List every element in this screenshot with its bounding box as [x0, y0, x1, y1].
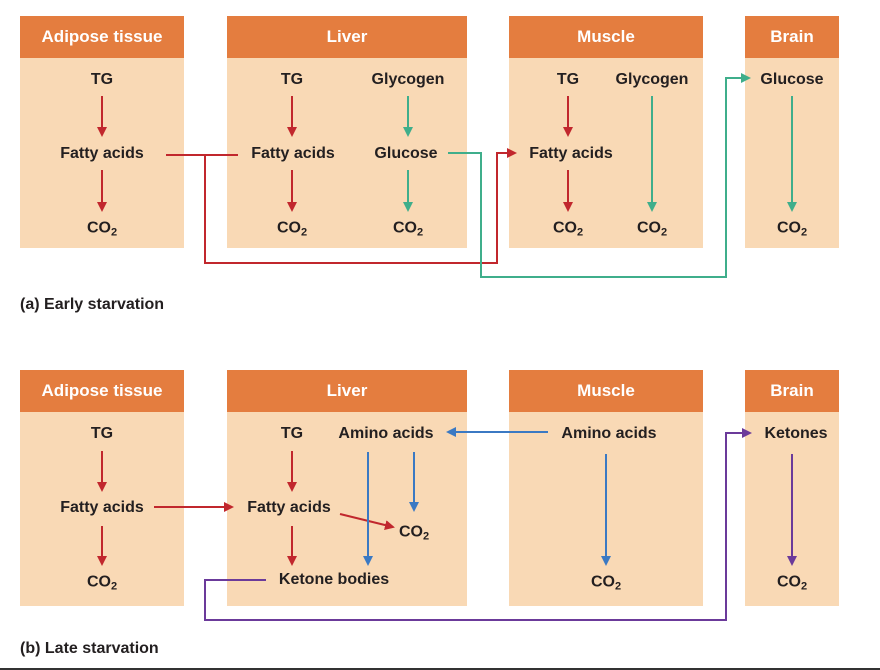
- early-red-arrows: [97, 96, 573, 264]
- late-muscle-amino-acids: Amino acids: [561, 425, 657, 442]
- late-muscle-title: Muscle: [509, 370, 703, 412]
- early-muscle-fatty-acids: Fatty acids: [529, 145, 613, 162]
- early-liver-glycogen: Glycogen: [371, 71, 445, 88]
- bottom-divider: [0, 668, 880, 670]
- late-brain-ketones: Ketones: [764, 425, 828, 442]
- early-muscle-panel: Muscle: [509, 16, 703, 248]
- late-caption: (b) Late starvation: [20, 640, 159, 657]
- early-brain-title: Brain: [745, 16, 839, 58]
- early-liver-fatty-acids: Fatty acids: [251, 145, 335, 162]
- late-blue-arrows: [363, 427, 611, 566]
- early-brain-co2: CO2: [776, 219, 808, 239]
- early-adipose-co2: CO2: [86, 219, 118, 239]
- late-red-arrows: [97, 451, 395, 566]
- late-brain-title: Brain: [745, 370, 839, 412]
- late-liver-fatty-acids: Fatty acids: [247, 499, 331, 516]
- early-brain-glucose: Glucose: [760, 71, 824, 88]
- late-adipose-title: Adipose tissue: [20, 370, 184, 412]
- early-green-arrows: [403, 73, 797, 278]
- late-adipose-fatty-acids: Fatty acids: [60, 499, 144, 516]
- early-adipose-title: Adipose tissue: [20, 16, 184, 58]
- late-liver-panel: Liver: [227, 370, 467, 606]
- early-liver-co2-b: CO2: [392, 219, 424, 239]
- late-brain-co2: CO2: [776, 573, 808, 593]
- early-liver-co2-a: CO2: [276, 219, 308, 239]
- early-muscle-title: Muscle: [509, 16, 703, 58]
- late-brain-panel: Brain: [745, 370, 839, 606]
- late-muscle-co2: CO2: [590, 573, 622, 593]
- early-muscle-co2-b: CO2: [636, 219, 668, 239]
- early-liver-panel: Liver: [227, 16, 467, 248]
- early-adipose-tg: TG: [90, 71, 114, 88]
- late-adipose-tg: TG: [90, 425, 114, 442]
- early-muscle-co2-a: CO2: [552, 219, 584, 239]
- early-liver-title: Liver: [227, 16, 467, 58]
- early-muscle-tg: TG: [556, 71, 580, 88]
- late-liver-ketone-bodies: Ketone bodies: [278, 571, 390, 588]
- early-liver-glucose: Glucose: [374, 145, 438, 162]
- late-liver-tg: TG: [280, 425, 304, 442]
- late-liver-title: Liver: [227, 370, 467, 412]
- late-liver-amino-acids: Amino acids: [338, 425, 434, 442]
- late-purple-arrows: [204, 428, 797, 621]
- early-liver-tg: TG: [280, 71, 304, 88]
- late-liver-co2-mid: CO2: [398, 523, 430, 543]
- early-adipose-fatty-acids: Fatty acids: [60, 145, 144, 162]
- late-adipose-co2: CO2: [86, 573, 118, 593]
- early-muscle-glycogen: Glycogen: [615, 71, 689, 88]
- early-caption: (a) Early starvation: [20, 296, 165, 313]
